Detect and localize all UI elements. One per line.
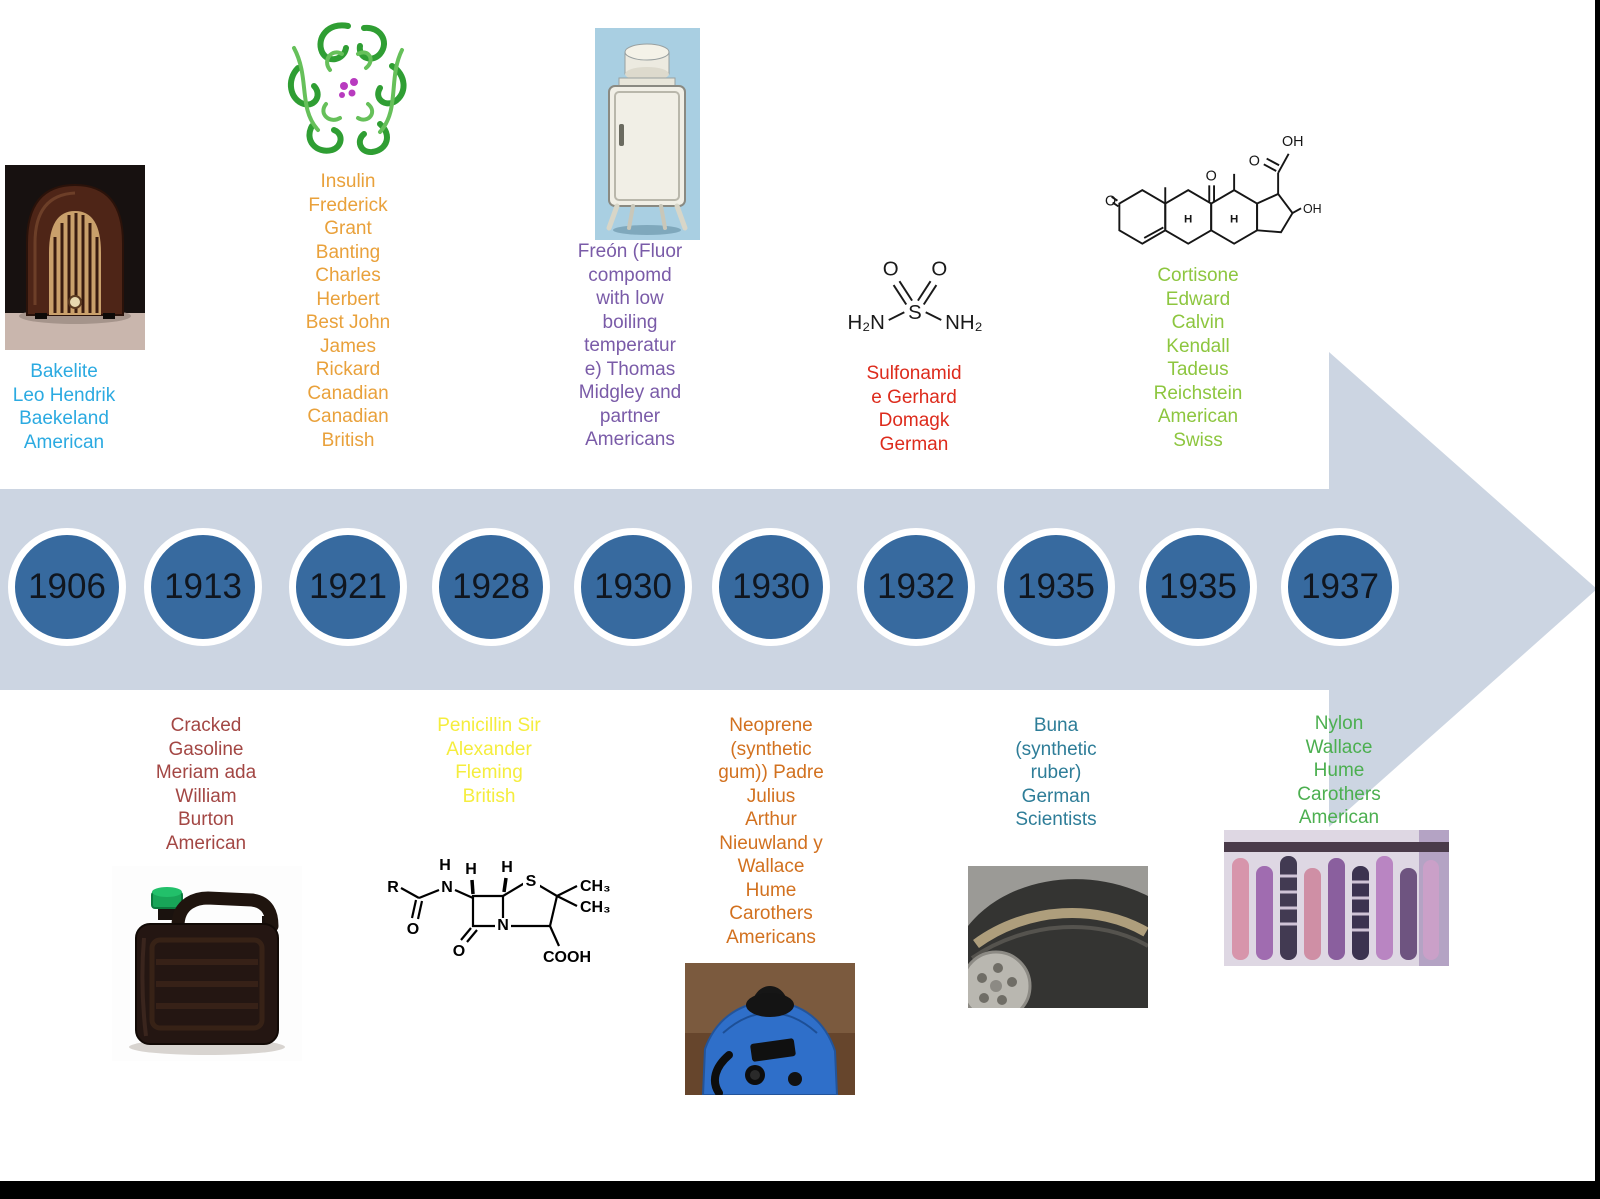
- bakelite-label: Bakelite Leo Hendrik Baekeland American: [12, 361, 116, 453]
- atom-s: S: [526, 873, 537, 890]
- penicillin-label: Penicillin Sir Alexander Fleming British: [437, 715, 541, 807]
- atom-cooh: COOH: [543, 949, 591, 966]
- bottom-black-border: [0, 1181, 1600, 1199]
- wetsuit-photo: [685, 963, 855, 1095]
- atom-n-amide: N: [441, 879, 453, 896]
- atom-nh2: NH₂: [945, 312, 982, 334]
- atom-oh-top: OH: [1282, 134, 1304, 150]
- atom-oh-side: OH: [1303, 202, 1322, 216]
- year-circle-1928: 1928: [432, 528, 550, 646]
- insulin-protein-image: [268, 8, 428, 168]
- atom-h-amide: H: [439, 857, 451, 874]
- bakelite-radio-photo: [5, 165, 145, 350]
- atom-h2: H: [1230, 214, 1238, 226]
- freon-label: Freón (Fluor compomd with low boiling te…: [577, 241, 683, 451]
- refrigerator-photo: [595, 28, 700, 240]
- year-circle-1921: 1921: [289, 528, 407, 646]
- atom-o3: O: [1105, 193, 1116, 209]
- year-circle-1935-a: 1935: [997, 528, 1115, 646]
- atom-o20: O: [1249, 153, 1260, 169]
- atom-h2: H: [501, 859, 513, 876]
- neoprene-label: Neoprene (synthetic gum)) Padre Julius A…: [718, 715, 824, 948]
- atom-ch3-bottom: CH₃: [580, 899, 611, 916]
- atom-o-right: O: [931, 258, 947, 280]
- atom-s: S: [908, 302, 922, 324]
- jerrycan-photo: [112, 866, 302, 1061]
- atom-o11: O: [1206, 169, 1217, 185]
- year-circle-1932: 1932: [857, 528, 975, 646]
- atom-o-left: O: [883, 258, 899, 280]
- atom-h2n: H₂N: [847, 312, 884, 334]
- sulfonamide-label: Sulfonamid e Gerhard Domagk German: [866, 363, 962, 455]
- cortisone-structure: O O O OH OH H H: [1105, 85, 1325, 257]
- buna-label: Buna (synthetic ruber) German Scientists: [1015, 715, 1097, 831]
- year-circle-1913: 1913: [144, 528, 262, 646]
- insulin-label: Insulin Frederick Grant Banting Charles …: [305, 171, 391, 452]
- atom-h1: H: [465, 861, 477, 878]
- year-circle-1935-b: 1935: [1139, 528, 1257, 646]
- year-circle-1937: 1937: [1281, 528, 1399, 646]
- sulfonamide-structure: O O S H₂N NH₂: [830, 252, 1000, 357]
- atom-n-ring: N: [497, 917, 509, 934]
- atom-r: R: [387, 879, 399, 896]
- tire-photo: [968, 866, 1148, 1008]
- cortisone-label: Cortisone Edward Calvin Kendall Tadeus R…: [1153, 265, 1243, 451]
- atom-h1: H: [1184, 214, 1192, 226]
- right-black-border: [1595, 0, 1600, 1199]
- year-circle-1930-b: 1930: [712, 528, 830, 646]
- year-circle-1906: 1906: [8, 528, 126, 646]
- atom-o-amide: O: [407, 921, 419, 938]
- gasoline-label: Cracked Gasoline Meriam ada William Burt…: [155, 715, 257, 854]
- penicillin-structure: R O N H H H S N CH₃ CH₃ O COOH: [385, 828, 620, 968]
- atom-ch3-top: CH₃: [580, 878, 611, 895]
- year-circle-1930-a: 1930: [574, 528, 692, 646]
- stockings-photo: [1224, 830, 1449, 966]
- nylon-label: Nylon Wallace Hume Carothers American: [1297, 713, 1381, 829]
- atom-o-lactam: O: [453, 943, 465, 960]
